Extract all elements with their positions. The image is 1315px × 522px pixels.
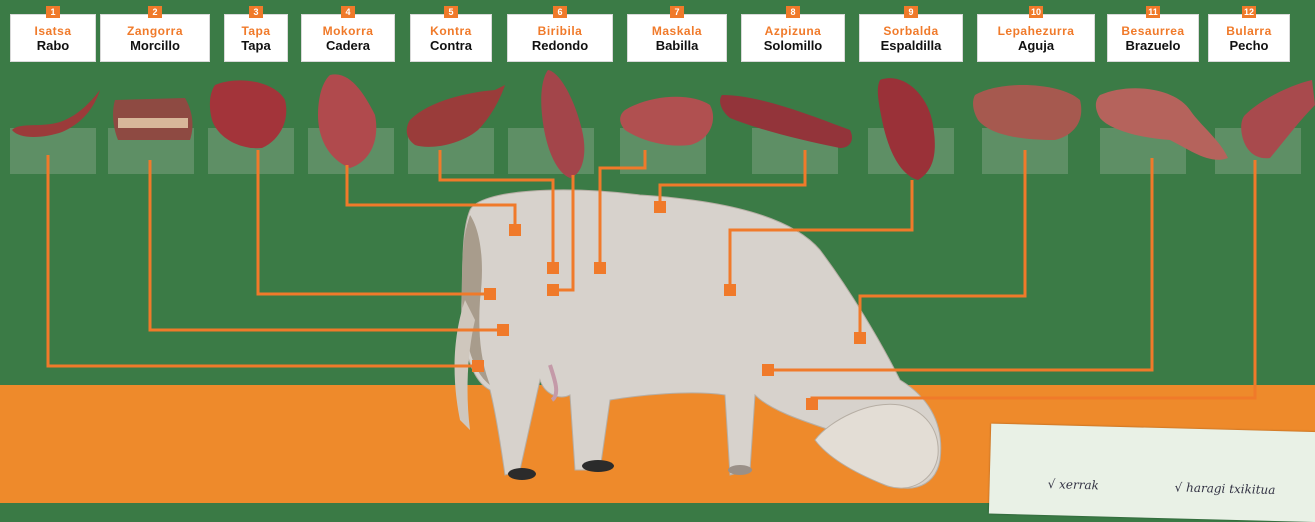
- cut-number: 9: [904, 6, 918, 18]
- cut-number: 6: [553, 6, 567, 18]
- label-pecho: 12 Bularra Pecho: [1208, 14, 1290, 62]
- basque-name: Bularra: [1209, 24, 1289, 38]
- cut-number: 8: [786, 6, 800, 18]
- cut-number: 4: [341, 6, 355, 18]
- basque-name: Besaurrea: [1108, 24, 1198, 38]
- label-cadera: 4 Mokorra Cadera: [301, 14, 395, 62]
- cut-number: 1: [46, 6, 60, 18]
- spanish-name: Babilla: [628, 38, 726, 54]
- spanish-name: Cadera: [302, 38, 394, 54]
- cow-illustration: [455, 190, 941, 488]
- basque-name: Isatsa: [11, 24, 95, 38]
- spanish-name: Contra: [411, 38, 491, 54]
- cut-number: 2: [148, 6, 162, 18]
- basque-name: Lepahezurra: [978, 24, 1094, 38]
- note-right: √ haragi txikitua: [1174, 480, 1275, 497]
- cut-number: 10: [1029, 6, 1043, 18]
- spanish-name: Brazuelo: [1108, 38, 1198, 54]
- basque-name: Tapa: [225, 24, 287, 38]
- basque-name: Maskala: [628, 24, 726, 38]
- spanish-name: Espaldilla: [860, 38, 962, 54]
- label-morcillo: 2 Zangorra Morcillo: [100, 14, 210, 62]
- label-redondo: 6 Biribila Redondo: [507, 14, 613, 62]
- cut-number: 3: [249, 6, 263, 18]
- label-brazuelo: 11 Besaurrea Brazuelo: [1107, 14, 1199, 62]
- basque-name: Azpizuna: [742, 24, 844, 38]
- label-espaldilla: 9 Sorbalda Espaldilla: [859, 14, 963, 62]
- spanish-name: Pecho: [1209, 38, 1289, 54]
- cut-number: 5: [444, 6, 458, 18]
- cut-number: 12: [1242, 6, 1256, 18]
- note-left: √ xerrak: [1047, 477, 1099, 492]
- basque-name: Zangorra: [101, 24, 209, 38]
- cut-number: 7: [670, 6, 684, 18]
- spanish-name: Solomillo: [742, 38, 844, 54]
- spanish-name: Morcillo: [101, 38, 209, 54]
- spanish-name: Redondo: [508, 38, 612, 54]
- info-card: √ xerrak √ haragi txikitua: [989, 424, 1315, 522]
- basque-name: Sorbalda: [860, 24, 962, 38]
- basque-name: Biribila: [508, 24, 612, 38]
- label-tapa: 3 Tapa Tapa: [224, 14, 288, 62]
- basque-name: Kontra: [411, 24, 491, 38]
- label-aguja: 10 Lepahezurra Aguja: [977, 14, 1095, 62]
- label-contra: 5 Kontra Contra: [410, 14, 492, 62]
- meat-cuts: [12, 70, 1315, 180]
- spanish-name: Rabo: [11, 38, 95, 54]
- cut-number: 11: [1146, 6, 1160, 18]
- label-babilla: 7 Maskala Babilla: [627, 14, 727, 62]
- label-solomillo: 8 Azpizuna Solomillo: [741, 14, 845, 62]
- spanish-name: Aguja: [978, 38, 1094, 54]
- label-rabo: 1 Isatsa Rabo: [10, 14, 96, 62]
- basque-name: Mokorra: [302, 24, 394, 38]
- spanish-name: Tapa: [225, 38, 287, 54]
